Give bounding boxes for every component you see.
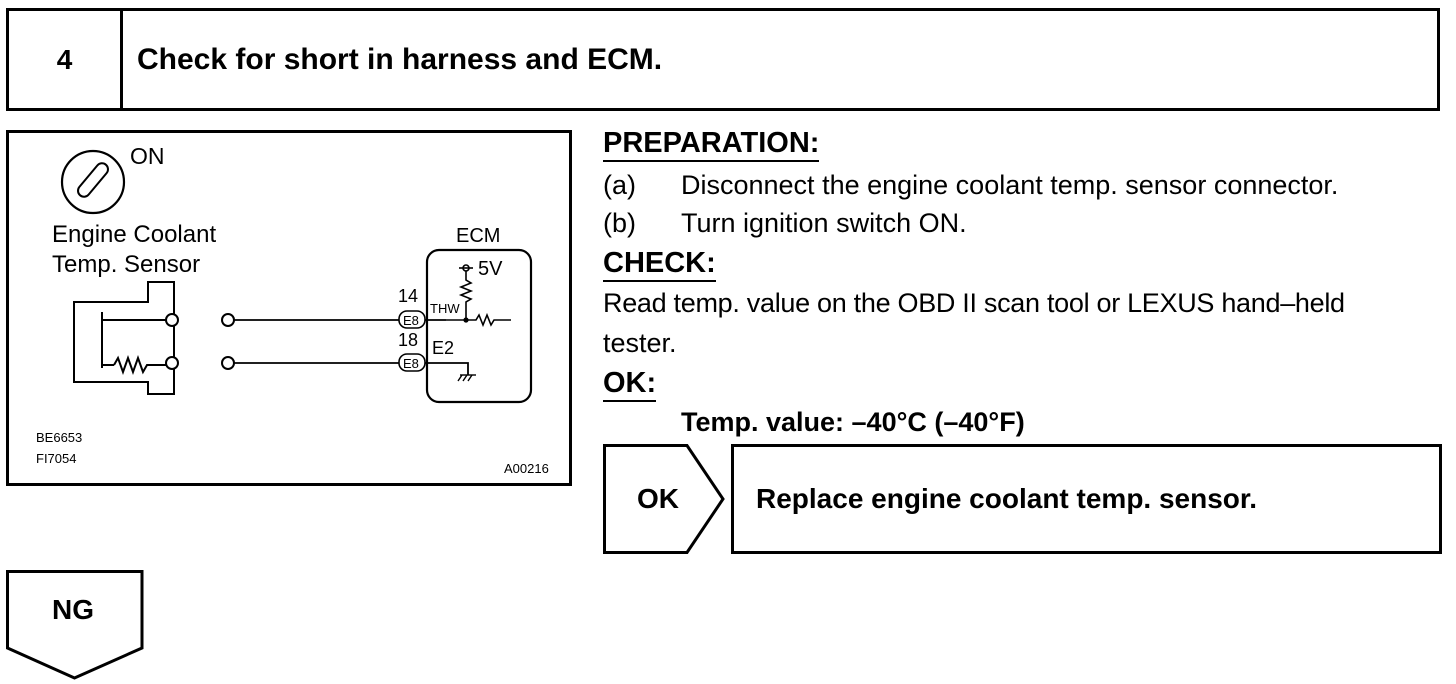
preparation-marker-b: (b) [603, 208, 636, 238]
sensor-connector-shape [73, 281, 175, 395]
pin-e2-signal: E2 [432, 338, 454, 358]
sensor-label-line2: Temp. Sensor [52, 251, 200, 278]
preparation-step-b: Turn ignition switch ON. [681, 208, 967, 238]
ok-temp-value: Temp. value: –40°C (–40°F) [681, 407, 1025, 437]
preparation-marker-a: (a) [603, 170, 636, 200]
step-title: Check for short in harness and ECM. [137, 42, 663, 76]
ignition-switch-icon [60, 149, 126, 215]
check-instruction-line2: tester. [603, 328, 677, 358]
step-header: 4 Check for short in harness and ECM. [6, 8, 1440, 111]
diagram-code-1: BE6653 [36, 430, 82, 445]
voltage-label: 5V [478, 258, 503, 280]
preparation-step-a: Disconnect the engine coolant temp. sens… [681, 170, 1339, 200]
pin-14-number: 14 [398, 286, 418, 306]
figure-id: A00216 [504, 461, 549, 476]
sensor-label-line1: Engine Coolant [52, 221, 216, 248]
ok-heading: OK: [603, 367, 657, 402]
wiring-diagram: ON Engine Coolant Temp. Sensor ECM 5V 14… [6, 130, 572, 486]
pin-thw-signal: THW [430, 301, 460, 316]
ok-arrow-shape [603, 444, 725, 554]
ok-result-action: Replace engine coolant temp. sensor. [731, 444, 1442, 554]
preparation-heading: PREPARATION: [603, 127, 820, 162]
check-instruction-line1: Read temp. value on the OBD II scan tool… [603, 288, 1345, 318]
pin-14-connector: E8 [403, 313, 419, 328]
diagram-code-2: FI7054 [36, 451, 76, 466]
check-heading: CHECK: [603, 247, 716, 282]
step-number: 4 [9, 11, 123, 108]
ignition-on-label: ON [130, 143, 165, 169]
ecm-box [425, 248, 533, 404]
ground-icon [457, 374, 476, 382]
ok-result-label: OK [637, 483, 679, 514]
pin-18-connector: E8 [403, 356, 419, 371]
ng-arrow-shape [6, 570, 144, 680]
ng-result-label: NG [52, 594, 94, 625]
ecm-label: ECM [456, 225, 500, 247]
pin-18-number: 18 [398, 330, 418, 350]
